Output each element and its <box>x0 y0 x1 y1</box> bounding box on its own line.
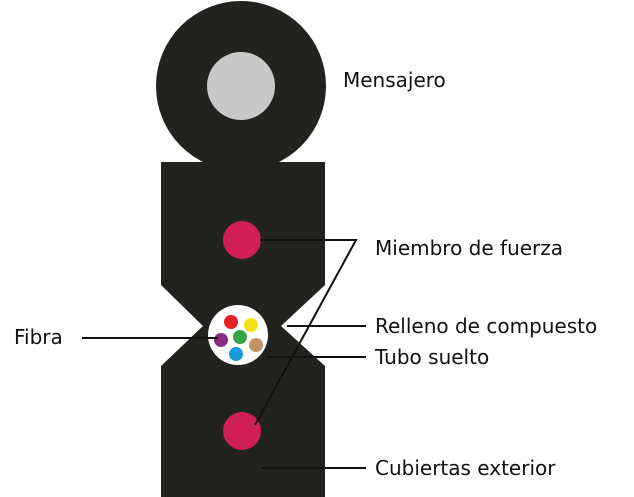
strength-member-label: Miembro de fuerza <box>375 236 564 260</box>
fiber-label: Fibra <box>14 325 63 349</box>
fiber-blue <box>229 347 243 361</box>
fiber-red <box>224 315 238 329</box>
leader-strength-member <box>254 239 358 426</box>
messenger-core <box>207 52 275 120</box>
strength-member-top <box>223 221 261 259</box>
fiber-yellow <box>244 318 258 332</box>
fiber-brown <box>249 338 263 352</box>
loose-tube-label: Tubo suelto <box>375 345 490 369</box>
messenger-label: Mensajero <box>343 68 446 92</box>
strength-member-bottom <box>223 412 261 450</box>
outer-jacket-label: Cubiertas exterior <box>375 456 556 480</box>
filling-compound-label: Relleno de compuesto <box>375 314 598 338</box>
fiber-green <box>233 330 247 344</box>
fiber-purple <box>214 333 228 347</box>
